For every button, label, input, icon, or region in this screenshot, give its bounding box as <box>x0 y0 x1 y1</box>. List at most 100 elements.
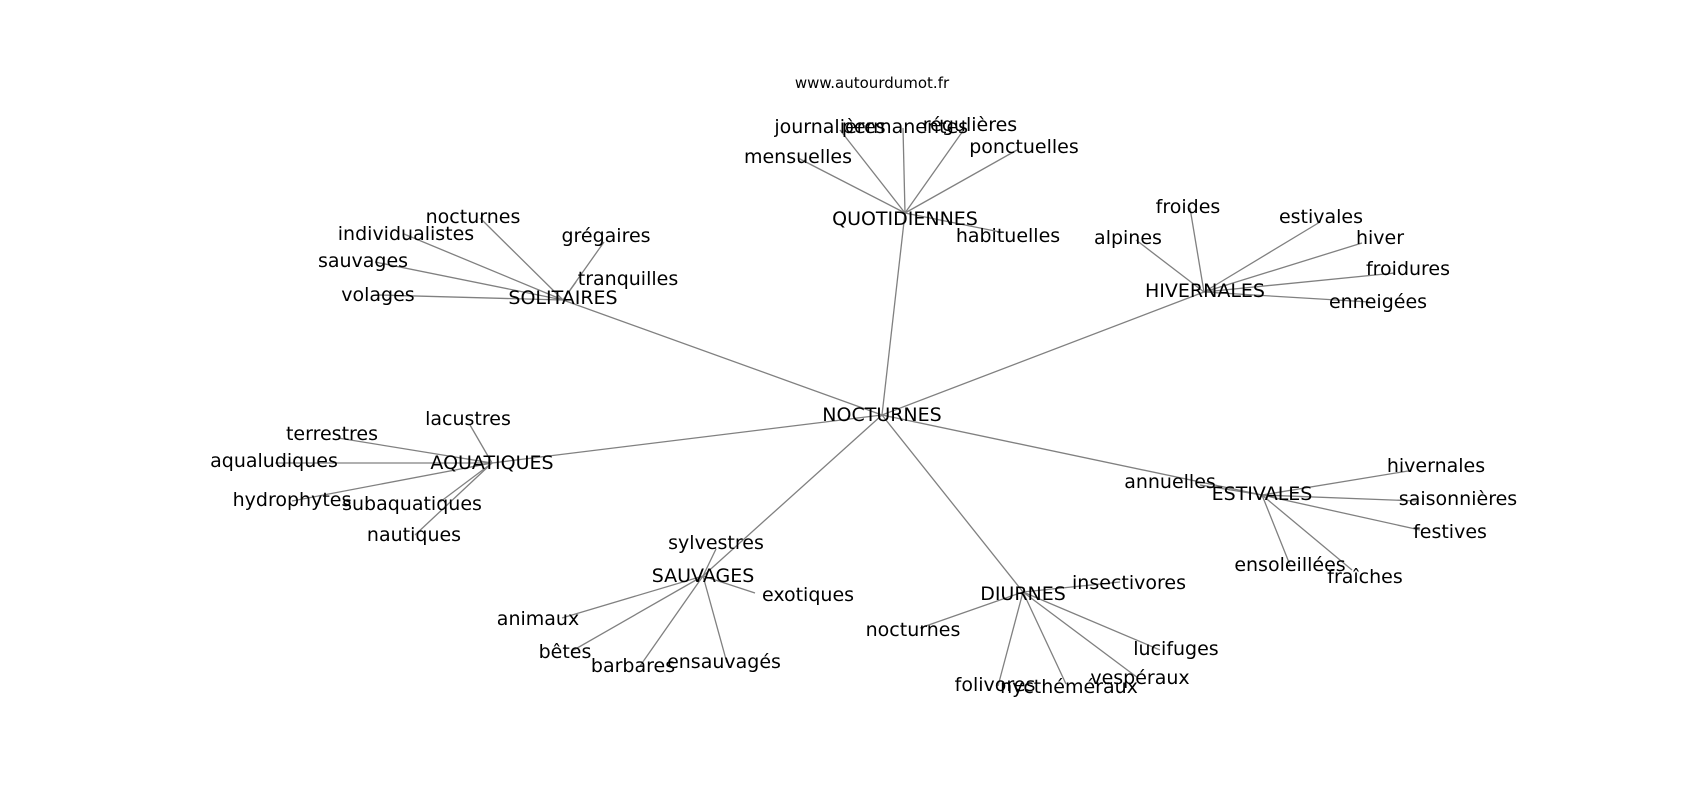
root-edge <box>881 414 1024 593</box>
leaf-edge <box>1022 591 1067 685</box>
cluster-node-label: DIURNES <box>980 583 1066 605</box>
leaf-edge <box>377 294 564 301</box>
leaf-node-label: journalières <box>773 116 885 138</box>
leaf-edge <box>1022 591 1139 679</box>
leaf-edge <box>902 127 906 214</box>
leaf-node-label: lucifuges <box>1133 638 1218 660</box>
leaf-edge <box>562 281 577 301</box>
cluster-node-label: HIVERNALES <box>1145 280 1265 302</box>
leaf-node-label: tranquilles <box>578 268 678 290</box>
leaf-edge <box>1022 591 1161 651</box>
leaf-node-label: habituelles <box>956 225 1060 247</box>
leaf-node-label: alpines <box>1094 227 1162 249</box>
leaf-edge <box>1199 484 1263 496</box>
root-node-label: NOCTURNES <box>822 404 941 426</box>
leaf-node-label: individualistes <box>338 223 474 245</box>
leaf-edge <box>1135 239 1205 293</box>
leaf-node-label: sylvestres <box>668 532 764 554</box>
leaf-node-label: estivales <box>1279 206 1363 228</box>
leaf-node-label: vespéraux <box>1090 667 1189 689</box>
leaf-edge <box>1261 494 1353 571</box>
leaf-edge <box>469 424 493 464</box>
watermark-text[interactable]: www.autourdumot.fr <box>795 74 950 92</box>
leaf-node-label: exotiques <box>762 584 854 606</box>
leaf-edge <box>904 127 966 214</box>
leaf-edge <box>797 157 906 214</box>
leaf-edge <box>639 575 704 667</box>
leaf-node-label: annuelles <box>1124 471 1216 493</box>
leaf-node-label: saisonnières <box>1399 488 1517 510</box>
leaf-node-label: festives <box>1413 521 1487 543</box>
leaf-edge <box>337 437 493 464</box>
leaf-node-label: grégaires <box>561 225 650 247</box>
leaf-node-label: régulières <box>923 114 1017 136</box>
leaf-edge <box>997 591 1024 687</box>
leaf-edge <box>1203 221 1321 293</box>
leaf-node-label: folivores <box>955 674 1036 696</box>
leaf-node-label: subaquatiques <box>342 493 482 515</box>
leaf-edge <box>1022 581 1121 593</box>
leaf-edge <box>919 591 1024 629</box>
root-edge <box>562 299 883 416</box>
leaf-node-label: insectivores <box>1072 572 1186 594</box>
leaf-node-label: ensoleillées <box>1234 554 1345 576</box>
edges-layer <box>275 127 1421 687</box>
leaf-edge <box>291 462 493 502</box>
leaf-node-label: permanentes <box>842 116 968 138</box>
cluster-node-label: SOLITAIRES <box>508 287 617 309</box>
root-edge <box>702 414 883 577</box>
leaf-edge <box>439 462 493 503</box>
leaf-edge <box>839 129 906 214</box>
leaf-edge <box>1261 494 1421 531</box>
leaf-edge <box>1203 272 1396 293</box>
leaf-node-label: nycthéméraux <box>1000 676 1138 698</box>
leaf-edge <box>1261 494 1419 502</box>
leaf-node-label: fraîches <box>1327 566 1403 588</box>
leaf-node-label: froides <box>1156 196 1221 218</box>
leaf-node-label: animaux <box>497 608 579 630</box>
leaf-node-label: hiver <box>1356 227 1404 249</box>
leaf-edge <box>1203 242 1363 293</box>
leaf-edge <box>479 217 564 301</box>
leaf-node-label: nautiques <box>367 524 461 546</box>
leaf-edge <box>414 462 493 536</box>
root-edge <box>881 291 1205 416</box>
leaf-node-label: nocturnes <box>866 619 961 641</box>
root-edge <box>491 414 883 464</box>
leaf-node-label: froidures <box>1366 258 1450 280</box>
leaf-edge <box>702 548 717 577</box>
leaf-edge <box>403 233 564 301</box>
leaf-edge <box>374 261 564 301</box>
leaf-edge <box>561 575 704 619</box>
cluster-node-label: ESTIVALES <box>1212 483 1313 505</box>
leaf-node-label: bêtes <box>539 641 592 663</box>
leaf-edge <box>702 575 756 594</box>
leaf-node-label: enneigées <box>1329 291 1427 313</box>
leaf-node-label: ponctuelles <box>969 136 1079 158</box>
leaf-node-label: nocturnes <box>426 206 521 228</box>
leaf-node-label: volages <box>341 284 414 306</box>
leaf-node-label: hivernales <box>1387 455 1485 477</box>
cluster-node-label: SAUVAGES <box>652 565 755 587</box>
leaf-node-label: mensuelles <box>744 146 852 168</box>
leaf-edge <box>1261 470 1409 496</box>
labels-layer: NOCTURNES QUOTIDIENNES journalièrespermane… <box>210 114 1517 698</box>
leaf-edge <box>1261 494 1291 566</box>
leaf-edge <box>1203 291 1371 303</box>
leaf-edge <box>702 575 728 664</box>
leaf-edge <box>1189 207 1205 293</box>
leaf-node-label: aqualudiques <box>210 450 338 472</box>
leaf-edge <box>904 212 1001 233</box>
leaf-edge <box>904 149 1018 214</box>
leaf-edge <box>571 575 704 652</box>
leaf-node-label: lacustres <box>425 408 511 430</box>
cluster-node-label: QUOTIDIENNES <box>832 208 978 230</box>
cluster-node-label: AQUATIQUES <box>430 452 553 474</box>
leaf-node-label: hydrophytes <box>233 489 352 511</box>
leaf-node-label: barbares <box>591 655 675 677</box>
root-edge <box>881 414 1263 496</box>
root-edge <box>881 212 906 416</box>
leaf-node-label: sauvages <box>318 250 408 272</box>
leaf-node-label: terrestres <box>286 423 378 445</box>
